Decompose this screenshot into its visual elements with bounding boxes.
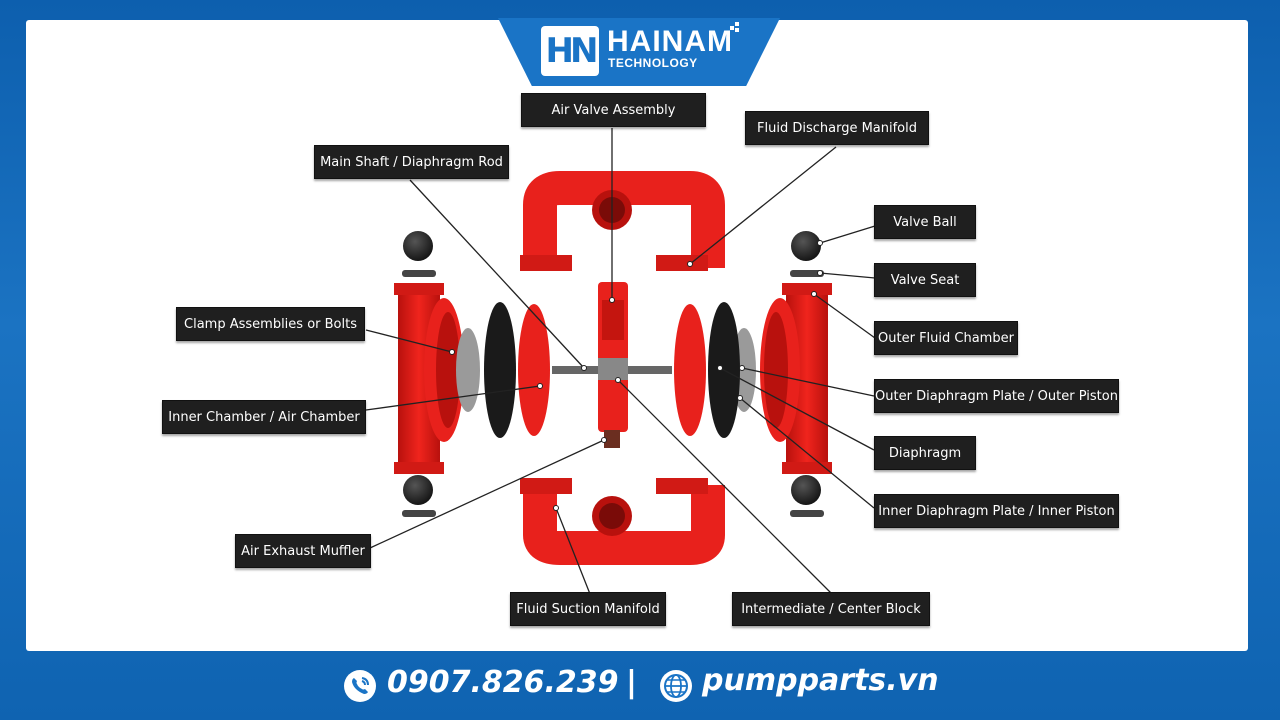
brand-name: HAINAM [607, 25, 733, 58]
logo-mark: HN [541, 26, 599, 76]
leader-lines [365, 128, 876, 595]
fluid-suction-manifold-part [520, 478, 725, 565]
fluid-discharge-manifold-part [520, 171, 725, 271]
logo-dots-icon [730, 22, 742, 34]
label-fluid-discharge-manifold: Fluid Discharge Manifold [745, 111, 929, 145]
label-diaphragm: Diaphragm [874, 436, 976, 470]
footer: 0907.826.239 | pumpparts.vn [0, 652, 1280, 720]
footer-phone-number[interactable]: 0907.826.239 [387, 665, 619, 700]
label-air-exhaust-muffler: Air Exhaust Muffler [235, 534, 371, 568]
leader-dots [449, 240, 823, 511]
label-valve-seat: Valve Seat [874, 263, 976, 297]
label-outer-diaphragm-plate: Outer Diaphragm Plate / Outer Piston [874, 379, 1119, 413]
brand-subtitle: TECHNOLOGY [608, 56, 698, 70]
footer-website-link[interactable]: pumpparts.vn [702, 663, 939, 698]
label-inner-chamber: Inner Chamber / Air Chamber [162, 400, 366, 434]
label-center-block: Intermediate / Center Block [732, 592, 930, 626]
globe-icon [660, 670, 692, 702]
left-outer-fluid-chamber-part [394, 283, 464, 474]
label-valve-ball: Valve Ball [874, 205, 976, 239]
footer-separator: | [626, 665, 637, 700]
phone-icon [344, 670, 376, 702]
label-clamp-assemblies: Clamp Assemblies or Bolts [176, 307, 365, 341]
label-fluid-suction-manifold: Fluid Suction Manifold [510, 592, 666, 626]
label-air-valve-assembly: Air Valve Assembly [521, 93, 706, 127]
center-block-part [552, 282, 672, 448]
right-outer-fluid-chamber-part [760, 283, 832, 474]
label-inner-diaphragm-plate: Inner Diaphragm Plate / Inner Piston [874, 494, 1119, 528]
label-main-shaft: Main Shaft / Diaphragm Rod [314, 145, 509, 179]
label-outer-fluid-chamber: Outer Fluid Chamber [874, 321, 1018, 355]
